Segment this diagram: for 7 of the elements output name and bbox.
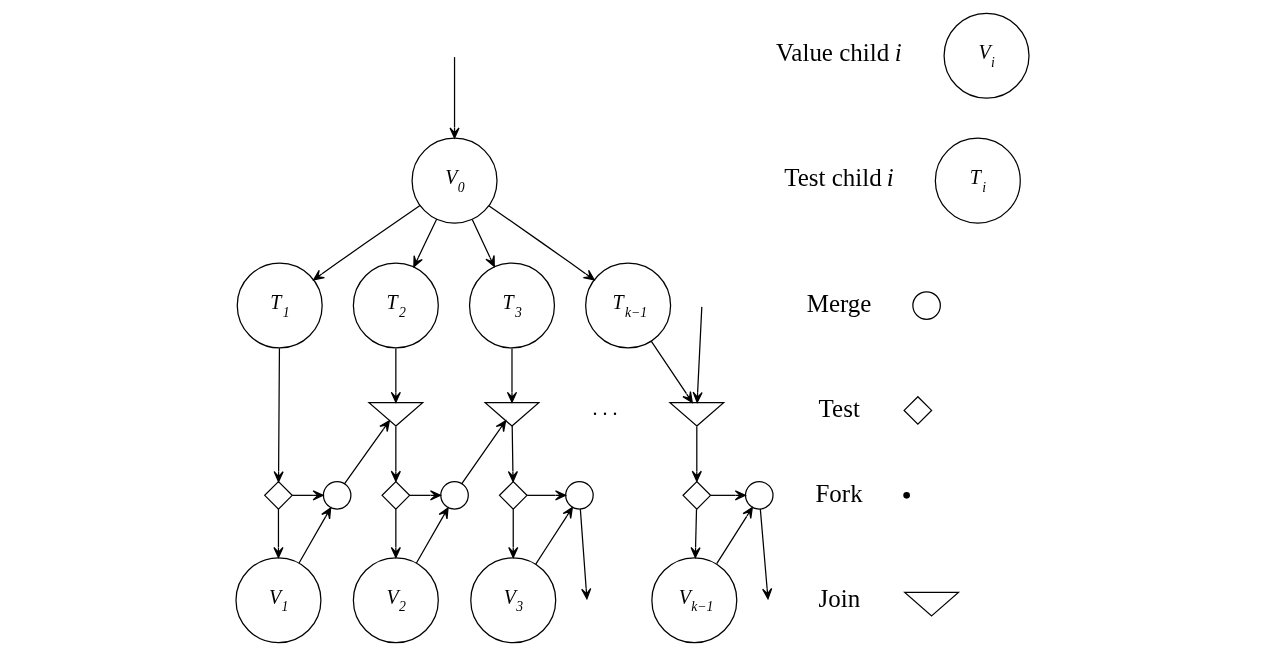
legend-label: Join xyxy=(818,584,860,612)
legend-label: Fork xyxy=(814,479,863,507)
legend-label: Test child i xyxy=(783,163,894,191)
label: . . . xyxy=(592,397,618,420)
legend-label: Value child i xyxy=(775,38,902,66)
legend-label: Merge xyxy=(806,289,871,317)
legend-label: Test xyxy=(818,394,860,422)
